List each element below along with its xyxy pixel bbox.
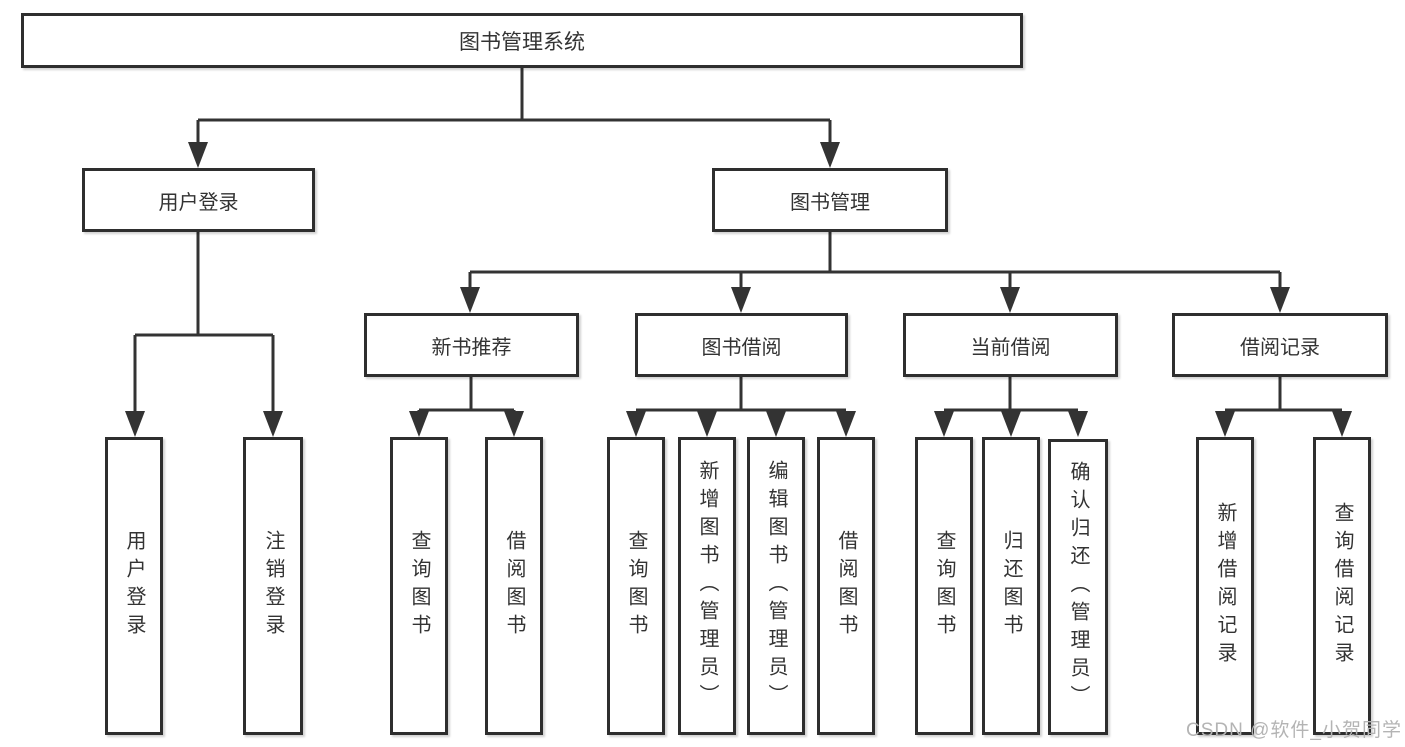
leaf-logout: 注销登录 [243,437,303,735]
leaf-user-login: 用户登录 [105,437,163,735]
leaf-recommend-query-books: 查询图书 [390,437,448,735]
leaf-recommend-borrow-books-label: 借阅图书 [503,530,525,642]
leaf-borrow-query-books-label: 查询图书 [625,530,647,642]
node-book-borrow-label: 图书借阅 [701,336,782,359]
leaf-current-query-books-label: 查询图书 [933,530,955,642]
leaf-borrow-add-books-admin-label: 新增图书（管理员） [696,460,718,712]
leaf-borrow-edit-books-admin-label: 编辑图书（管理员） [765,460,787,712]
leaf-current-return-books: 归还图书 [982,437,1040,735]
node-borrow-records: 借阅记录 [1172,313,1388,377]
node-new-book-recommend-label: 新书推荐 [431,336,512,359]
connector-borrow-to-leaves [636,377,846,413]
leaf-records-query-record: 查询借阅记录 [1313,437,1371,735]
node-user-login-label: 用户登录 [158,191,239,214]
connector-root-to-level2 [196,68,832,144]
leaf-records-add-record-label: 新增借阅记录 [1214,502,1236,670]
leaf-borrow-borrow-books: 借阅图书 [817,437,875,735]
leaf-current-return-books-label: 归还图书 [1000,530,1022,642]
node-new-book-recommend: 新书推荐 [364,313,579,377]
leaf-borrow-borrow-books-label: 借阅图书 [835,530,857,642]
connector-bookmgmt-to-level3 [468,232,1282,289]
leaf-user-login-label: 用户登录 [123,530,145,642]
node-book-management: 图书管理 [712,168,948,232]
node-user-login: 用户登录 [82,168,315,232]
leaf-current-query-books: 查询图书 [915,437,973,735]
node-current-borrow: 当前借阅 [903,313,1118,377]
leaf-borrow-add-books-admin: 新增图书（管理员） [678,437,736,735]
node-root: 图书管理系统 [21,13,1023,68]
connector-userlogin-to-leaves [133,232,275,413]
connector-records-to-leaves [1225,377,1342,412]
node-borrow-records-label: 借阅记录 [1240,336,1320,359]
node-current-borrow-label: 当前借阅 [970,336,1051,359]
leaf-recommend-borrow-books: 借阅图书 [485,437,543,735]
leaf-records-add-record: 新增借阅记录 [1196,437,1254,735]
leaf-records-query-record-label: 查询借阅记录 [1331,502,1353,670]
csdn-watermark: CSDN @软件_小贺同学 [1186,720,1402,741]
node-book-borrow: 图书借阅 [635,313,848,377]
leaf-logout-label: 注销登录 [262,530,284,642]
node-book-management-label: 图书管理 [790,191,870,214]
connector-recommend-to-leaves [417,377,516,413]
node-root-label: 图书管理系统 [459,30,585,54]
leaf-current-confirm-return-admin-label: 确认归还（管理员） [1067,461,1089,713]
leaf-borrow-query-books: 查询图书 [607,437,665,735]
leaf-borrow-edit-books-admin: 编辑图书（管理员） [747,437,805,735]
leaf-current-confirm-return-admin: 确认归还（管理员） [1048,439,1108,735]
connector-current-to-leaves [944,377,1078,413]
leaf-recommend-query-books-label: 查询图书 [408,530,430,642]
